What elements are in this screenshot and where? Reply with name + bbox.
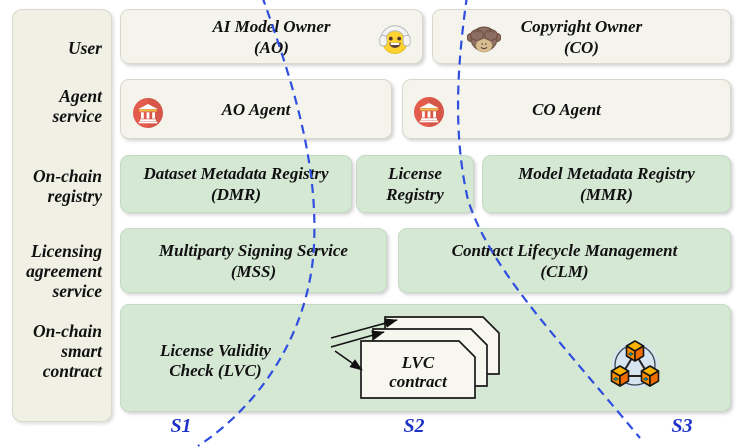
lvc-label: License Validity Check (LVC): [148, 341, 283, 381]
mss-box: Multiparty Signing Service (MSS): [120, 228, 387, 293]
dmr-label: Dataset Metadata Registry: [143, 164, 329, 183]
ai-model-owner-abbrev: (AO): [254, 37, 289, 57]
dmr-box: Dataset Metadata Registry (DMR): [120, 155, 352, 213]
layer-label-line: Agent: [59, 86, 102, 106]
scenario-label-s2: S2: [403, 415, 425, 437]
ai-model-owner-label: AI Model Owner: [212, 16, 331, 36]
layer-label-line: smart: [61, 341, 102, 361]
mmr-label: Model Metadata Registry: [518, 164, 695, 183]
layer-label-line: Licensing: [31, 241, 102, 261]
copyright-owner-label: Copyright Owner: [520, 16, 643, 36]
co-agent-label: CO Agent: [532, 99, 601, 119]
clm-label: Contract Lifecycle Management: [451, 240, 678, 260]
layer-label-line: agreement: [26, 261, 102, 281]
layer-label-on-chain-smart-contract: On-chain smart contract: [12, 321, 102, 381]
blockchain-cubes-icon: [607, 336, 663, 392]
copyright-owner-abbrev: (CO): [564, 37, 599, 57]
headphones-face-emoji: [377, 21, 413, 57]
mmr-abbrev: (MMR): [580, 185, 633, 204]
clm-abbrev: (CLM): [540, 261, 589, 281]
ao-agent-label: AO Agent: [221, 99, 291, 119]
scenario-label-s1: S1: [170, 415, 192, 437]
layer-label-line: User: [67, 38, 102, 58]
lvc-contract-label: LVC contract: [361, 343, 475, 400]
layer-label-line: registry: [47, 186, 102, 206]
mmr-box: Model Metadata Registry (MMR): [482, 155, 731, 213]
layer-label-line: service: [52, 106, 102, 126]
layer-label-licensing-agreement-service: Licensing agreement service: [12, 241, 102, 301]
license-registry-label: Registry: [386, 185, 444, 204]
dmr-abbrev: (DMR): [210, 185, 262, 204]
mss-abbrev: (MSS): [230, 261, 277, 281]
layer-legend-column: [12, 9, 112, 422]
layer-label-line: On-chain: [32, 321, 102, 341]
bank-icon: [133, 98, 163, 128]
license-registry-label: License: [388, 164, 442, 183]
co-agent-box: CO Agent: [402, 79, 731, 139]
lvc-contract-label-line: LVC: [401, 352, 435, 372]
mss-label: Multiparty Signing Service: [159, 240, 348, 260]
layer-label-line: contract: [42, 361, 102, 381]
layer-label-user: User: [12, 38, 102, 58]
see-no-evil-monkey-emoji: [466, 23, 502, 57]
layer-label-agent-service: Agent service: [12, 86, 102, 126]
scenario-label-s3: S3: [671, 415, 693, 437]
lvc-label-line: License Validity: [160, 341, 271, 360]
bank-icon: [414, 97, 444, 127]
layer-label-line: On-chain: [32, 166, 102, 186]
lvc-label-line: Check (LVC): [169, 361, 262, 380]
layer-label-line: service: [52, 281, 102, 301]
layer-label-on-chain-registry: On-chain registry: [12, 166, 102, 206]
clm-box: Contract Lifecycle Management (CLM): [398, 228, 731, 293]
lvc-contract-label-line: contract: [389, 371, 447, 391]
license-registry-box: License Registry: [356, 155, 474, 213]
